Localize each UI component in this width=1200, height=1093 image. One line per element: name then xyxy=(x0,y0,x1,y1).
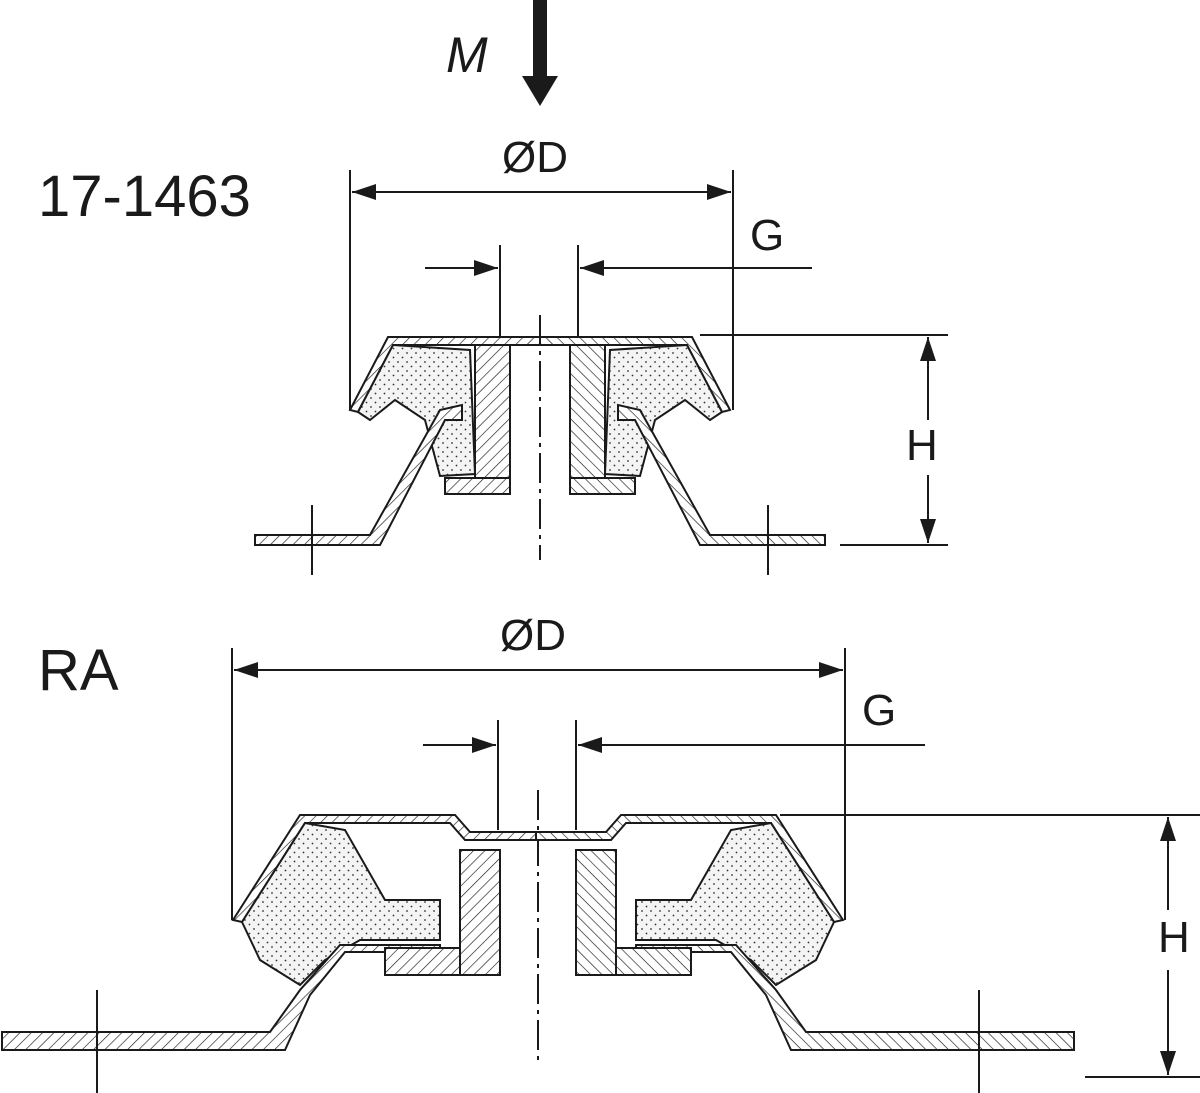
section-right-top xyxy=(539,336,826,576)
load-arrow-icon xyxy=(522,0,558,106)
mount-17-1463-drawing: 17-1463 ØD G H xyxy=(38,133,948,576)
section-right-bottom xyxy=(535,814,1075,1093)
section-left-top xyxy=(254,336,541,576)
model-label-bottom: RA xyxy=(38,638,119,703)
dimension-lines-bottom xyxy=(231,648,1200,1078)
height-label-top: H xyxy=(906,421,938,470)
diameter-label-bottom: ØD xyxy=(500,611,566,660)
height-label-bottom: H xyxy=(1158,913,1190,962)
thread-label-bottom: G xyxy=(862,686,896,735)
model-label-top: 17-1463 xyxy=(38,164,251,229)
mount-RA-drawing: RA ØD G H xyxy=(1,611,1200,1093)
diameter-label-top: ØD xyxy=(502,133,568,182)
section-left-bottom xyxy=(1,814,541,1093)
thread-label-top: G xyxy=(750,211,784,260)
load-label: M xyxy=(446,27,488,83)
dimension-lines-top xyxy=(349,170,948,560)
